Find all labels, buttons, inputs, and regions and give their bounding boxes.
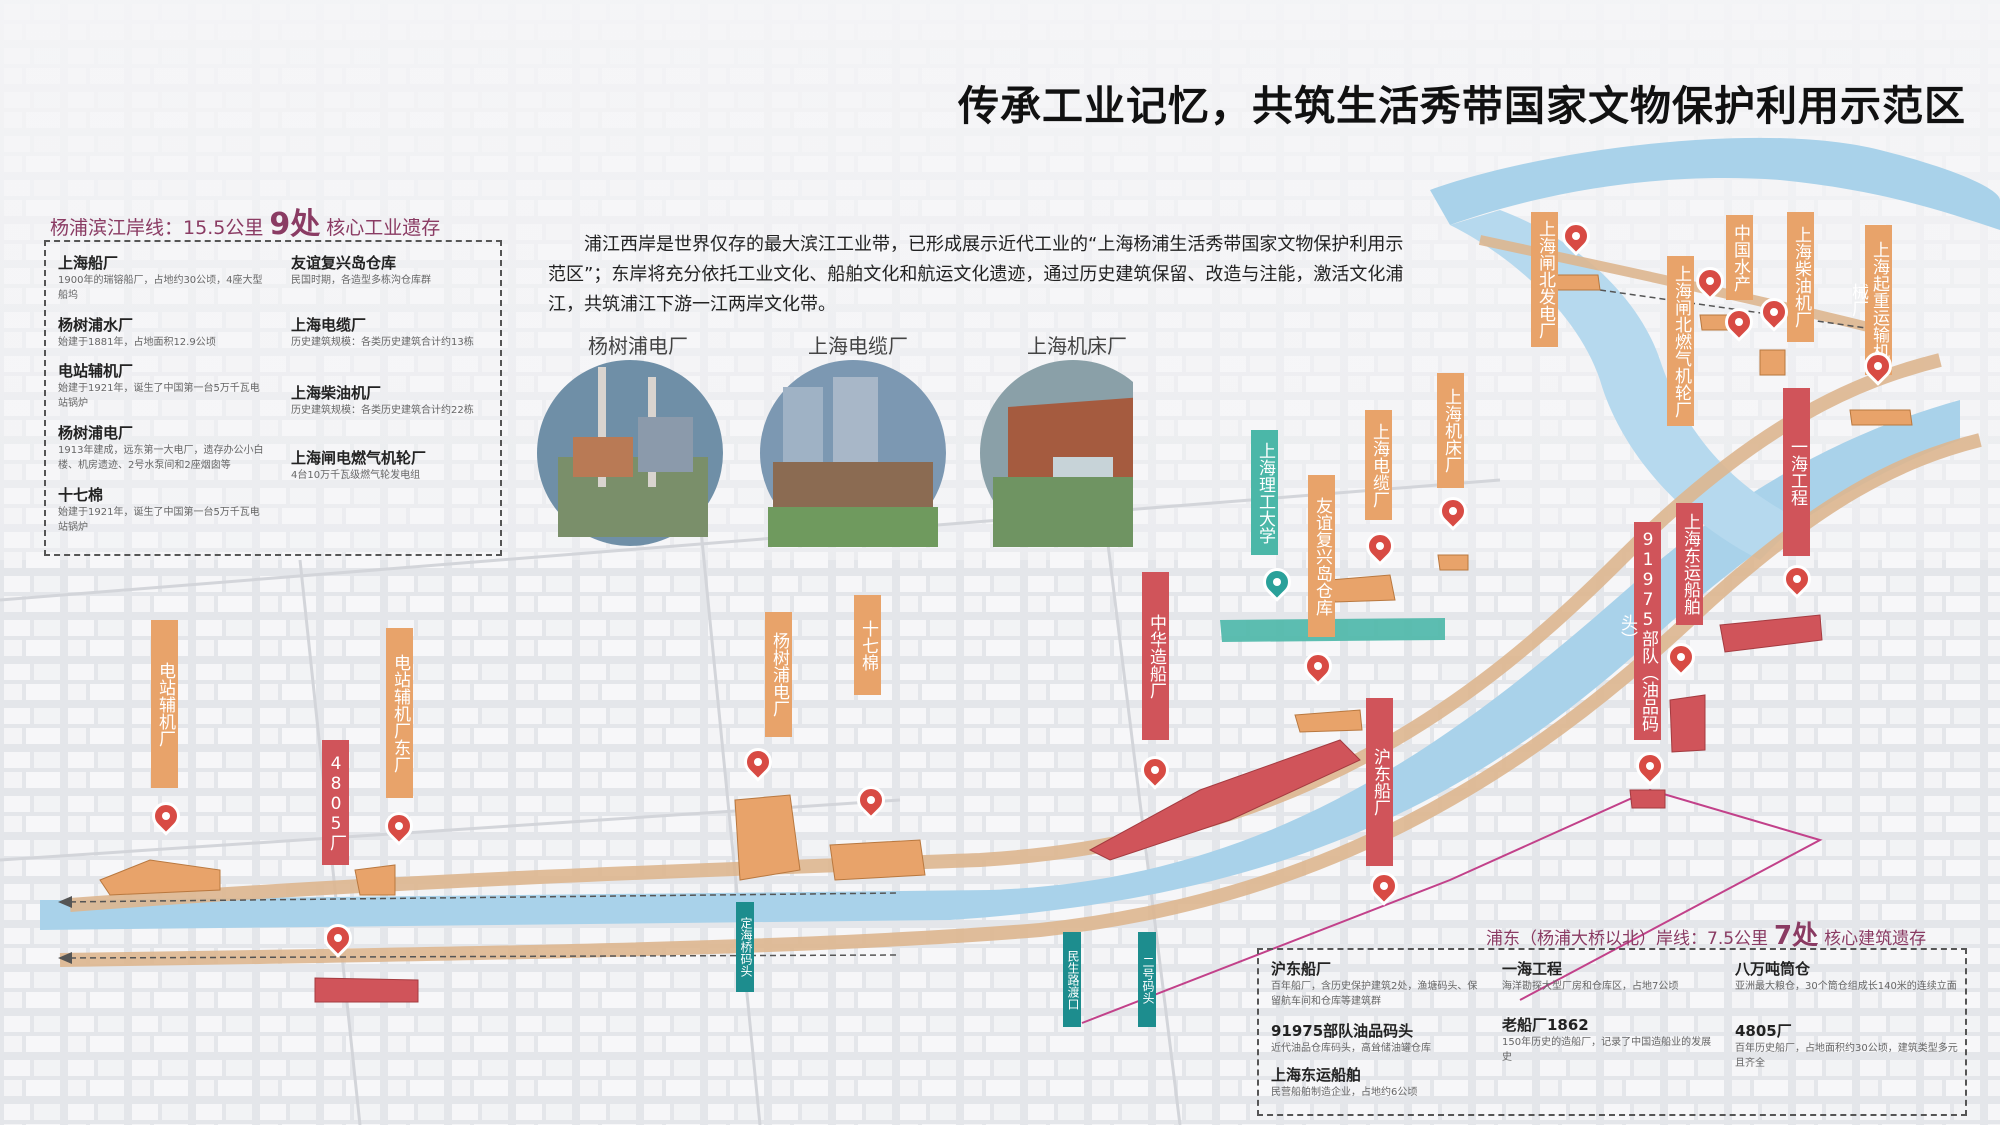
site-photo-circles bbox=[537, 360, 1133, 547]
label-91975-oil-pier: 91975部队（油品码头） bbox=[1617, 522, 1661, 740]
list-item: 91975部队油品码头近代油品仓库码头，高耸储油罐仓库 bbox=[1271, 1020, 1486, 1056]
list-item: 上海东运船舶民营船舶制造企业，占地约6公顷 bbox=[1271, 1064, 1486, 1100]
label-dianzhan-fuji: 电站辅机厂 bbox=[151, 620, 178, 788]
label-yangshupu-power: 杨树浦电厂 bbox=[765, 612, 792, 737]
item-desc: 4台10万千瓦级燃气轮发电组 bbox=[291, 470, 421, 481]
intro-paragraph: 浦江西岸是世界仅存的最大滨江工业带，已形成展示近代工业的“上海杨浦生活秀带国家文… bbox=[548, 234, 1404, 315]
pier-erhao: 二号码头 bbox=[1138, 932, 1156, 1027]
photo-circle-machine-tool-factory bbox=[980, 360, 1133, 547]
label-china-fishery: 中国水产 bbox=[1726, 215, 1753, 300]
label-cable-factory: 上海电缆厂 bbox=[1365, 410, 1392, 520]
circle-label-2: 上海电缆厂 bbox=[808, 334, 908, 358]
list-item: 上海电缆厂历史建筑规模：各类历史建筑合计约13栋 bbox=[291, 314, 496, 350]
orange-buildings bbox=[99, 274, 1913, 896]
item-name: 杨树浦电厂 bbox=[58, 424, 134, 442]
list-item: 上海闸电燃气机轮厂 4台10万千瓦级燃气轮发电组 bbox=[291, 447, 496, 483]
item-name: 上海电缆厂 bbox=[291, 316, 367, 334]
label-youyi-warehouse: 友谊复兴岛仓库 bbox=[1308, 475, 1335, 637]
item-name: 沪东船厂 bbox=[1271, 960, 1332, 978]
label-yihai-engineering: 一海工程 bbox=[1783, 388, 1810, 556]
item-desc: 始建于1881年，占地面积12.9公顷 bbox=[58, 337, 216, 348]
item-desc: 历史建筑规模：各类历史建筑合计约22栋 bbox=[291, 405, 474, 416]
west-heritage-list: 上海船厂 1900年的瑞镕船厂，占地约30公顷，4座大型船坞 杨树浦水厂始建于18… bbox=[44, 240, 502, 556]
item-desc: 近代油品仓库码头，高耸储油罐仓库 bbox=[1271, 1043, 1431, 1054]
river-upper bbox=[1430, 137, 2000, 230]
label-dongyun-shipping: 上海东运船舶 bbox=[1676, 503, 1703, 625]
label-machine-tool: 上海机床厂 bbox=[1437, 373, 1464, 488]
item-desc: 百年历史船厂，占地面积约30公顷，建筑类型多元且齐全 bbox=[1735, 1043, 1958, 1069]
item-name: 八万吨筒仓 bbox=[1735, 960, 1811, 978]
west-length: 15.5公里 bbox=[183, 217, 264, 239]
item-desc: 历史建筑规模：各类历史建筑合计约13栋 bbox=[291, 337, 474, 348]
list-item: 友谊复兴岛仓库民国时期，各造型多栋沟仓库群 bbox=[291, 252, 496, 288]
list-item: 杨树浦水厂始建于1881年，占地面积12.9公顷 bbox=[58, 314, 268, 350]
item-name: 上海闸电燃气机轮厂 bbox=[291, 449, 427, 467]
east-length: 7.5公里 bbox=[1707, 929, 1769, 949]
label-diesel-engine: 上海柴油机厂 bbox=[1787, 212, 1814, 342]
list-item: 杨树浦电厂 1913年建成，远东第一大电厂，遗存办公小白楼、机房遗迹、2号水泵间和… bbox=[58, 422, 268, 473]
circle-label-3: 上海机床厂 bbox=[1027, 334, 1127, 358]
label-zhonghua-shipyard: 中华造船厂 bbox=[1142, 572, 1169, 740]
label-shiqi-mian: 十七棉 bbox=[854, 595, 881, 695]
east-heritage-list: 沪东船厂百年船厂，含历史保护建筑2处，渔塘码头、保留航车间和仓库等建筑群 919… bbox=[1257, 948, 1967, 1116]
item-name: 上海东运船舶 bbox=[1271, 1066, 1362, 1084]
item-desc: 民国时期，各造型多栋沟仓库群 bbox=[291, 275, 431, 286]
item-desc: 始建于1921年，诞生了中国第一台5万千瓦电站锅炉 bbox=[58, 507, 260, 533]
item-desc: 百年船厂，含历史保护建筑2处，渔塘码头、保留航车间和仓库等建筑群 bbox=[1271, 981, 1478, 1007]
item-desc: 1900年的瑞镕船厂，占地约30公顷，4座大型船坞 bbox=[58, 275, 263, 301]
list-item: 上海船厂 1900年的瑞镕船厂，占地约30公顷，4座大型船坞 bbox=[58, 252, 268, 303]
photo-circle-power-plant bbox=[537, 360, 723, 546]
item-name: 老船厂1862 bbox=[1502, 1016, 1589, 1034]
label-4805-factory: 4805厂 bbox=[322, 740, 349, 865]
list-item: 八万吨筒仓亚洲最大粮仓，30个筒仓组成长140米的连续立面 bbox=[1735, 958, 1960, 994]
item-name: 上海柴油机厂 bbox=[291, 384, 382, 402]
item-desc: 1913年建成，远东第一大电厂，遗存办公小白楼、机房遗迹、2号水泵间和2座烟囱等 bbox=[58, 445, 264, 471]
red-buildings bbox=[314, 614, 1823, 1003]
list-item: 4805厂百年历史船厂，占地面积约30公顷，建筑类型多元且齐全 bbox=[1735, 1020, 1960, 1071]
west-count: 9处 bbox=[269, 207, 321, 242]
list-item: 电站辅机厂始建于1921年，诞生了中国第一台5万千瓦电站锅炉 bbox=[58, 360, 268, 411]
huangpu-river bbox=[40, 400, 1960, 930]
item-desc: 150年历史的造船厂，记录了中国造船业的发展史 bbox=[1502, 1037, 1712, 1063]
item-name: 电站辅机厂 bbox=[58, 362, 134, 380]
label-zhabei-gas-turbine: 上海闸北燃气机轮厂 bbox=[1667, 256, 1694, 426]
item-desc: 始建于1921年，诞生了中国第一台5万千瓦电站锅炉 bbox=[58, 383, 260, 409]
label-crane-transport: 上海起重运输机械厂 bbox=[1848, 225, 1892, 375]
label-hudong-shipyard: 沪东船厂 bbox=[1366, 698, 1393, 866]
item-name: 杨树浦水厂 bbox=[58, 316, 134, 334]
east-count: 7处 bbox=[1774, 921, 1819, 951]
list-item: 老船厂1862 150年历史的造船厂，记录了中国造船业的发展史 bbox=[1502, 1014, 1717, 1065]
pier-dinghaiqiao: 定海桥码头 bbox=[736, 902, 754, 992]
item-name: 上海船厂 bbox=[58, 254, 119, 272]
item-desc: 亚洲最大粮仓，30个筒仓组成长140米的连续立面 bbox=[1735, 981, 1957, 992]
west-prefix: 杨浦滨江岸线： bbox=[50, 217, 184, 239]
item-name: 4805厂 bbox=[1735, 1022, 1792, 1040]
east-suffix: 核心建筑遗存 bbox=[1824, 929, 1927, 949]
page-title: 传承工业记忆，共筑生活秀带国家文物保护利用示范区 bbox=[958, 82, 1966, 130]
west-suffix: 核心工业遗存 bbox=[326, 217, 441, 239]
item-name: 十七棉 bbox=[58, 486, 104, 504]
circle-label-1: 杨树浦电厂 bbox=[588, 334, 688, 358]
label-dianzhan-fuji-east: 电站辅机厂东厂 bbox=[386, 628, 413, 798]
list-item: 一海工程海洋勘探大型厂房和仓库区，占地7公顷 bbox=[1502, 958, 1717, 994]
list-item: 十七棉始建于1921年，诞生了中国第一台5万千瓦电站锅炉 bbox=[58, 484, 268, 535]
item-desc: 海洋勘探大型厂房和仓库区，占地7公顷 bbox=[1502, 981, 1679, 992]
label-zhabei-power: 上海闸北发电厂 bbox=[1531, 212, 1558, 347]
photo-circle-cable-factory bbox=[760, 360, 946, 547]
item-name: 一海工程 bbox=[1502, 960, 1563, 978]
item-desc: 民营船舶制造企业，占地约6公顷 bbox=[1271, 1087, 1418, 1098]
list-item: 沪东船厂百年船厂，含历史保护建筑2处，渔塘码头、保留航车间和仓库等建筑群 bbox=[1271, 958, 1486, 1009]
list-item: 上海柴油机厂历史建筑规模：各类历史建筑合计约22栋 bbox=[291, 382, 496, 418]
item-name: 91975部队油品码头 bbox=[1271, 1022, 1414, 1040]
label-usst: 上海理工大学 bbox=[1251, 430, 1278, 555]
east-prefix: 浦东（杨浦大桥以北）岸线： bbox=[1486, 929, 1707, 949]
pier-minshenglu: 民生路渡口 bbox=[1063, 932, 1081, 1027]
item-name: 友谊复兴岛仓库 bbox=[291, 254, 397, 272]
